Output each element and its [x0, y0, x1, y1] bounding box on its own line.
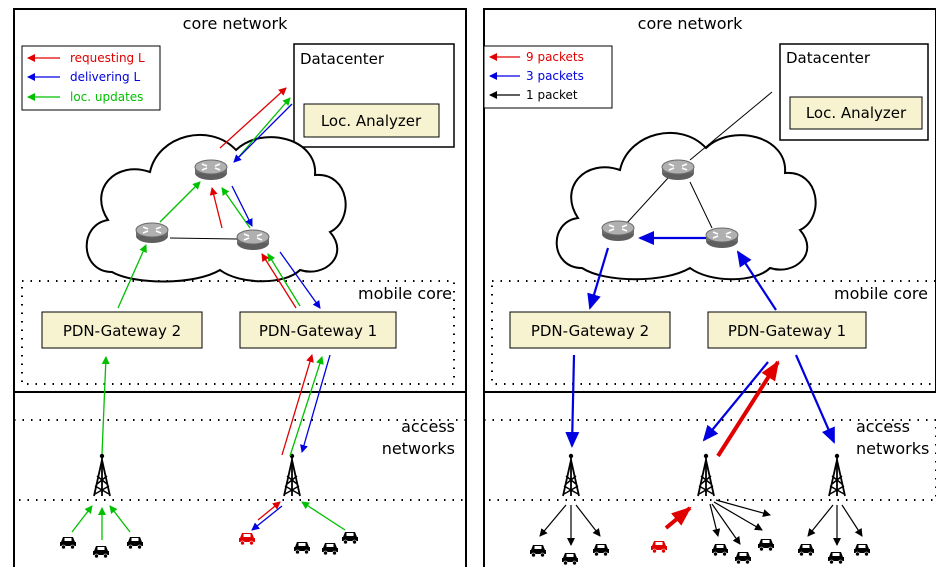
pdn-gateway-1-label: PDN-Gateway 1	[259, 322, 377, 340]
mobile-core-region	[491, 280, 936, 385]
router-icon	[194, 159, 228, 181]
access-networks-region	[483, 419, 936, 501]
core-network-box	[483, 8, 936, 393]
legend-1-packet: 1 packet	[526, 88, 578, 102]
car-icon	[561, 552, 579, 566]
car-icon	[853, 543, 871, 557]
mobile-core-label: mobile core	[834, 284, 928, 303]
pdn-gateway-2	[41, 311, 203, 349]
pdn-gateway-1-label: PDN-Gateway 1	[728, 322, 846, 340]
car-icon	[827, 551, 845, 565]
car-icon	[126, 536, 144, 550]
cell-tower-icon	[283, 452, 301, 497]
core-network-box	[13, 8, 467, 393]
networks-label: networks	[382, 439, 455, 458]
legend-requesting: requesting L	[70, 51, 145, 65]
pdn-gateway-1	[239, 311, 397, 349]
router-icon	[135, 222, 169, 244]
pdn-gateway-2-label: PDN-Gateway 2	[531, 322, 649, 340]
mobile-core-label: mobile core	[358, 284, 452, 303]
legend-9-packets: 9 packets	[526, 50, 584, 64]
car-icon	[711, 543, 729, 557]
access-label: access	[856, 417, 910, 436]
pdn-gateway-1	[707, 311, 867, 349]
car-icon	[321, 542, 339, 556]
cell-tower-icon	[697, 452, 715, 497]
right-panel: core network 9 packets 3 packets 1 packe…	[483, 8, 936, 567]
loc-analyzer-box	[789, 96, 923, 130]
cloud-icon	[85, 134, 347, 283]
cell-tower-icon	[828, 452, 846, 497]
cell-tower-icon	[562, 452, 580, 497]
legend: requesting L delivering L loc. updates	[21, 45, 161, 111]
legend-3-packets: 3 packets	[526, 69, 584, 83]
car-icon	[92, 545, 110, 559]
car-icon	[529, 544, 547, 558]
car-icon	[757, 538, 775, 552]
access-label: access	[401, 417, 455, 436]
car-icon	[59, 536, 77, 550]
access-networks-region	[13, 419, 467, 501]
car-icon	[293, 541, 311, 555]
pdn-gateway-2-label: PDN-Gateway 2	[63, 322, 181, 340]
router-icon	[601, 220, 635, 242]
car-icon	[341, 531, 359, 545]
loc-analyzer-label: Loc. Analyzer	[806, 104, 907, 122]
cloud-icon	[555, 132, 817, 281]
car-icon	[650, 540, 668, 554]
pdn-gateway-2	[509, 311, 671, 349]
legend-delivering: delivering L	[70, 70, 140, 84]
car-icon	[592, 543, 610, 557]
core-network-title: core network	[638, 14, 743, 33]
router-icon	[661, 159, 695, 181]
loc-analyzer-label: Loc. Analyzer	[321, 112, 422, 130]
cell-tower-icon	[93, 452, 111, 497]
loc-analyzer-box	[303, 103, 440, 138]
router-icon	[705, 227, 739, 249]
legend-loc-updates: loc. updates	[70, 90, 143, 104]
legend: 9 packets 3 packets 1 packet	[483, 45, 613, 109]
car-icon	[734, 551, 752, 565]
networks-label: networks	[856, 439, 929, 458]
car-icon	[797, 543, 815, 557]
car-icon	[238, 532, 256, 546]
datacenter-label: Datacenter	[786, 49, 871, 67]
datacenter-label: Datacenter	[300, 50, 385, 68]
left-panel: core network requesting L delivering L l…	[13, 8, 467, 567]
core-network-title: core network	[183, 14, 288, 33]
router-icon	[236, 229, 270, 251]
